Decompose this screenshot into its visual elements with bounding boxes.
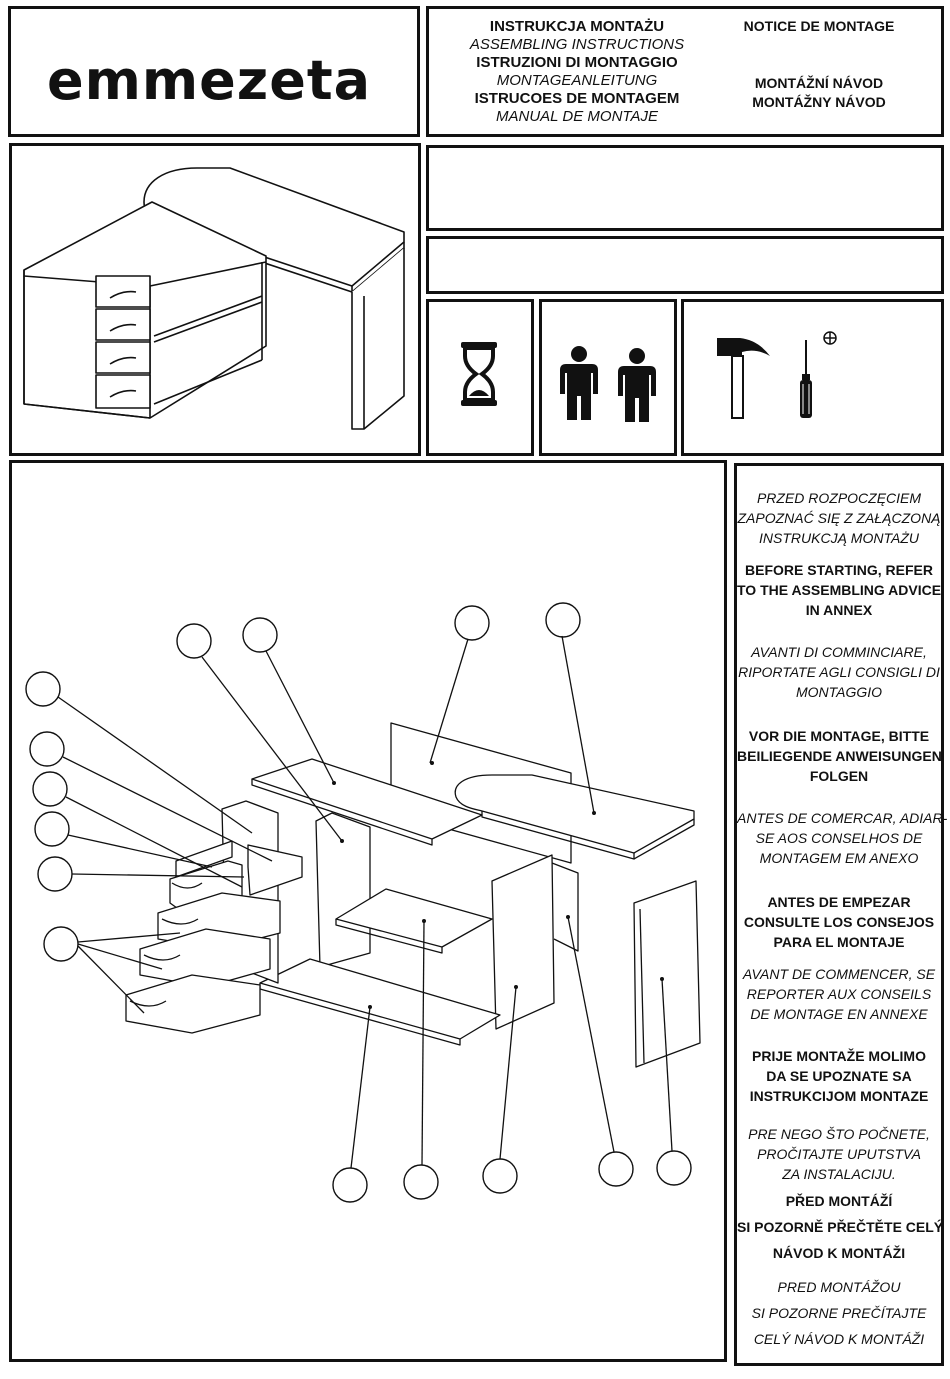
hourglass-icon: [461, 342, 497, 406]
product-illustration-box: [9, 143, 421, 456]
exploded-parts-diagram: [25, 602, 701, 1203]
title-box: INSTRUKCJA MONTAŻU ASSEMBLING INSTRUCTIO…: [426, 6, 944, 137]
title-italian: ISTRUZIONI DI MONTAGGIO: [476, 54, 678, 71]
title-english: ASSEMBLING INSTRUCTIONS: [469, 36, 685, 53]
tools-box: [681, 299, 944, 456]
persons-box: [539, 299, 677, 456]
title-portuguese: ISTRUCOES DE MONTAGEM: [474, 90, 680, 107]
corner-desk-illustration: [23, 167, 405, 430]
hammer-icon: [717, 338, 770, 419]
advice-italian: AVANTI DI COMMINCIARE,RIPORTATE AGLI CON…: [738, 644, 940, 700]
advice-portuguese: ANTES DE COMERCAR, ADIAR-SE AOS CONSELHO…: [737, 810, 948, 866]
phillips-screwdriver-icon: [800, 331, 837, 418]
product-name-box: [426, 145, 944, 231]
time-box: [426, 299, 534, 456]
exploded-diagram-box: [9, 460, 727, 1362]
title-slovak: MONTÁŽNY NÁVOD: [752, 94, 886, 110]
logo-box: emmezeta: [8, 6, 420, 137]
advice-serbian: PRE NEGO ŠTO POČNETE,PROČITAJTE UPUTSTVA…: [748, 1126, 930, 1182]
title-german: MONTAGEANLEITUNG: [496, 72, 658, 89]
product-code-box: [426, 236, 944, 294]
title-spanish: MANUAL DE MONTAJE: [496, 108, 658, 125]
brand-logo: emmezeta: [47, 49, 372, 112]
title-french: NOTICE DE MONTAGE: [743, 18, 895, 34]
title-polish: INSTRUKCJA MONTAŻU: [489, 18, 665, 35]
title-czech: MONTÁŽNÍ NÁVOD: [754, 75, 884, 91]
tools-illustration: [717, 331, 837, 419]
two-persons-icon: [560, 346, 656, 422]
